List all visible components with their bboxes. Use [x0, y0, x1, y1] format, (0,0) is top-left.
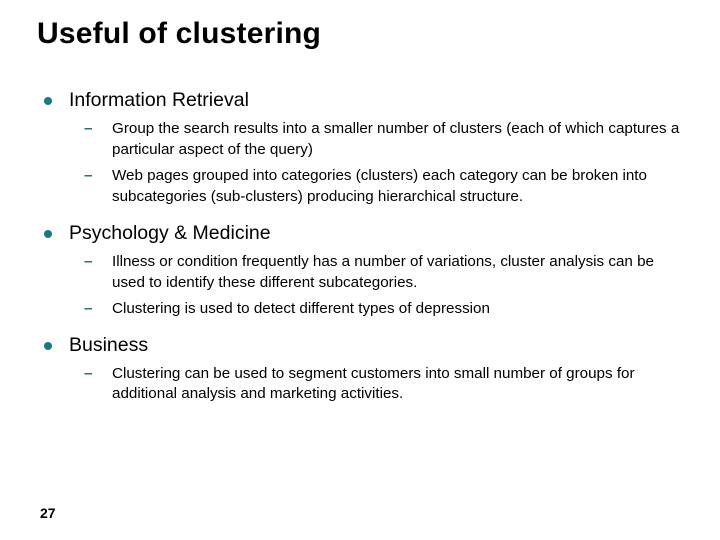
sub-bullet-item: – Group the search results into a smalle… — [37, 119, 689, 160]
sub-bullet-label: Illness or condition frequently has a nu… — [112, 253, 654, 291]
dash-icon: – — [84, 364, 93, 382]
sub-bullet-list: – Illness or condition frequently has a … — [37, 252, 689, 320]
sub-bullet-list: – Group the search results into a smalle… — [37, 119, 689, 207]
dash-icon: – — [84, 253, 93, 270]
page-title: Useful of clustering — [37, 17, 322, 50]
bullet-label: Business — [69, 333, 149, 356]
bullet-item-psychology-medicine: Psychology & Medicine — [37, 221, 689, 246]
bullet-label: Psychology & Medicine — [69, 222, 271, 244]
sub-bullet-item: – Clustering is used to detect different… — [37, 299, 689, 320]
bullet-group-psychology-medicine: Psychology & Medicine – Illness or condi… — [37, 221, 689, 320]
sub-bullet-item: – Web pages grouped into categories (clu… — [37, 166, 689, 207]
bullet-label: Information Retrieval — [69, 89, 249, 111]
bullet-group-information-retrieval: Information Retrieval – Group the search… — [37, 88, 689, 207]
sub-bullet-label: Web pages grouped into categories (clust… — [112, 167, 647, 205]
bullet-dot-icon — [44, 341, 52, 350]
sub-bullet-label: Clustering is used to detect different t… — [112, 300, 490, 317]
bullet-item-information-retrieval: Information Retrieval — [37, 88, 689, 113]
sub-bullet-label: Group the search results into a smaller … — [112, 120, 680, 158]
sub-bullet-label: Clustering can be used to segment custom… — [112, 364, 635, 403]
sub-bullet-list: – Clustering can be used to segment cust… — [37, 364, 689, 405]
bullet-item-business: Business — [37, 333, 689, 358]
dash-icon: – — [84, 300, 93, 317]
page-number: 27 — [40, 505, 56, 521]
bullet-group-business: Business – Clustering can be used to seg… — [37, 333, 689, 405]
bullet-dot-icon — [44, 97, 52, 105]
dash-icon: – — [84, 167, 93, 184]
sub-bullet-item: – Clustering can be used to segment cust… — [37, 364, 689, 405]
bullet-dot-icon — [44, 230, 52, 238]
sub-bullet-item: – Illness or condition frequently has a … — [37, 252, 689, 293]
slide-body: Information Retrieval – Group the search… — [37, 88, 689, 405]
dash-icon: – — [84, 120, 93, 137]
